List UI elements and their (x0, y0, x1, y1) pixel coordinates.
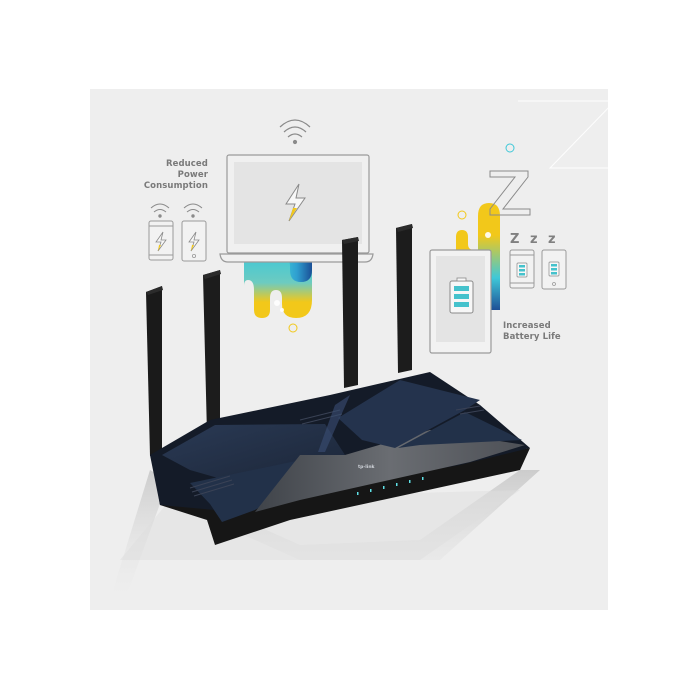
phone-battery-icon-2 (541, 249, 567, 290)
decorative-circle (288, 323, 298, 333)
label-line: Power (177, 170, 208, 180)
sleep-zzz-text: Z z z (510, 232, 559, 247)
label-line: Reduced (165, 159, 208, 169)
decorative-circle (457, 210, 467, 220)
reduced-power-label: Reduced Power Consumption (140, 159, 208, 192)
phone-icon-1 (148, 220, 174, 261)
status-leds (357, 477, 424, 495)
wifi-icon-laptop (279, 119, 311, 145)
tablet-icon (429, 249, 492, 354)
brand-logo: tp-link (358, 464, 376, 470)
laptop-icon (219, 154, 374, 263)
phone-icon-2 (181, 220, 207, 262)
antenna-2 (203, 270, 221, 434)
big-z-icon (489, 170, 531, 216)
label-line: Increased (503, 321, 551, 331)
decorative-circle (505, 143, 515, 153)
battery-icon (449, 277, 474, 314)
antenna-3 (342, 237, 359, 388)
antenna-4 (396, 224, 413, 373)
antenna-1 (146, 286, 163, 456)
phone-battery-icon-1 (509, 249, 535, 289)
increased-battery-label: Increased Battery Life (503, 321, 593, 343)
wifi-icon-phone-1 (150, 203, 170, 218)
decorative-z-lines (518, 100, 617, 169)
router-body: tp-link (150, 372, 530, 545)
label-line: Consumption (143, 181, 208, 191)
label-line: Battery Life (503, 332, 561, 342)
wifi-icon-phone-2 (183, 203, 203, 218)
